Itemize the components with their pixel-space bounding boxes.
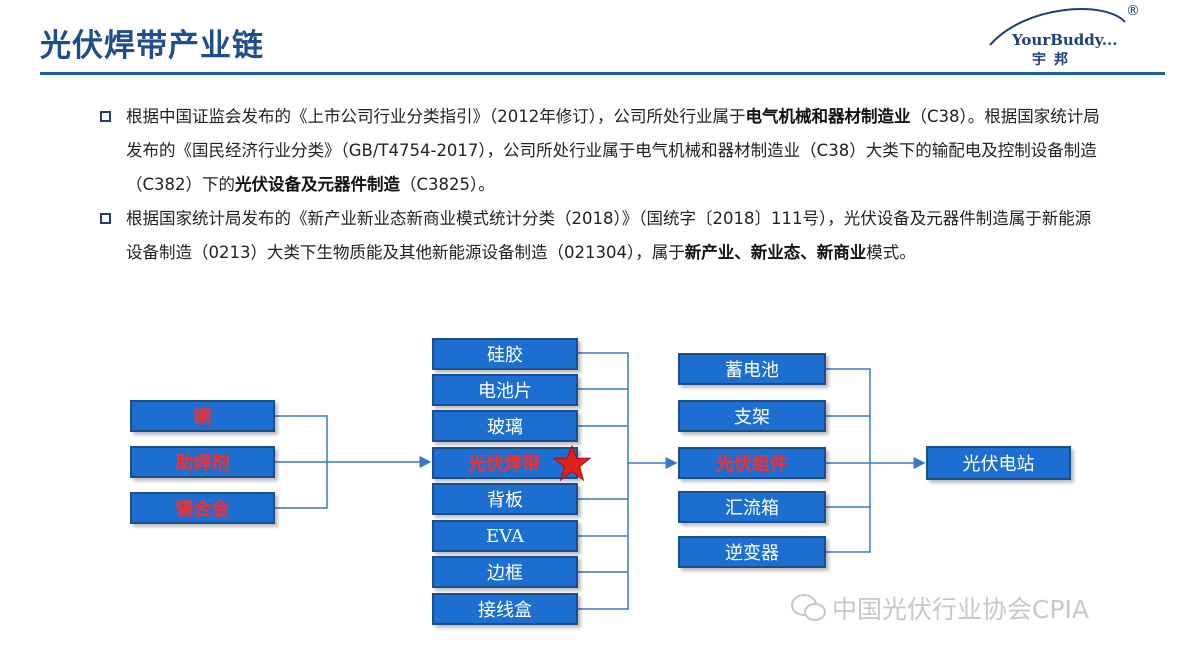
component-module: 光伏组件 bbox=[678, 447, 826, 479]
component-battery: 蓄电池 bbox=[678, 353, 826, 385]
title-divider bbox=[40, 72, 1165, 75]
material-backsheet: 背板 bbox=[432, 483, 578, 515]
star-icon bbox=[553, 444, 591, 482]
bullet-text: 根据中国证监会发布的《上市公司行业分类指引》（2012年修订），公司所处行业属于 bbox=[126, 107, 746, 126]
pv-station: 光伏电站 bbox=[926, 446, 1071, 480]
square-bullet-icon bbox=[100, 111, 111, 122]
material-junction-box: 接线盒 bbox=[432, 593, 578, 625]
material-eva: EVA bbox=[432, 520, 578, 552]
watermark: 中国光伏行业协会CPIA bbox=[832, 595, 1090, 624]
logo-swoosh-icon bbox=[989, 8, 1126, 46]
bullet-text: （C3825）。 bbox=[400, 175, 495, 194]
raw-material-flux: 助焊剂 bbox=[130, 446, 275, 478]
component-inverter: 逆变器 bbox=[678, 536, 826, 568]
bullet-text: （C38）。根据国家统计局发布的《国民经济行业分类》（GB/T4754-2017… bbox=[126, 107, 1100, 194]
component-bracket: 支架 bbox=[678, 400, 826, 432]
bullet-text: 根据国家统计局发布的《新产业新业态新商业模式统计分类（2018）》（国统字〔20… bbox=[126, 209, 1092, 262]
logo-registered: ® bbox=[1126, 3, 1140, 19]
material-cell: 电池片 bbox=[432, 374, 578, 406]
logo-cn: 宇邦 bbox=[1032, 52, 1076, 68]
logo-name: YourBuddy... bbox=[1012, 31, 1118, 49]
wechat-icon bbox=[791, 594, 826, 621]
raw-material-copper: 铜 bbox=[130, 400, 275, 432]
bullet-emphasis: 新产业、新业态、新商业 bbox=[684, 243, 867, 262]
bullet-list: 根据中国证监会发布的《上市公司行业分类指引》（2012年修订），公司所处行业属于… bbox=[100, 100, 1100, 270]
bullet-item: 根据中国证监会发布的《上市公司行业分类指引》（2012年修订），公司所处行业属于… bbox=[100, 100, 1100, 202]
bullet-item: 根据国家统计局发布的《新产业新业态新商业模式统计分类（2018）》（国统字〔20… bbox=[100, 202, 1100, 270]
bullet-emphasis: 电气机械和器材制造业 bbox=[745, 107, 911, 126]
material-glass: 玻璃 bbox=[432, 410, 578, 442]
component-combiner-box: 汇流箱 bbox=[678, 491, 826, 523]
bullet-emphasis: 光伏设备及元器件制造 bbox=[235, 175, 401, 194]
bullet-text: 模式。 bbox=[866, 243, 916, 262]
square-bullet-icon bbox=[100, 213, 111, 224]
page-title: 光伏焊带产业链 bbox=[40, 28, 264, 64]
material-ribbon: 光伏焊带 bbox=[432, 447, 578, 479]
material-frame: 边框 bbox=[432, 556, 578, 588]
raw-material-tin-alloy: 锡合金 bbox=[130, 492, 275, 524]
material-silicone: 硅胶 bbox=[432, 338, 578, 370]
